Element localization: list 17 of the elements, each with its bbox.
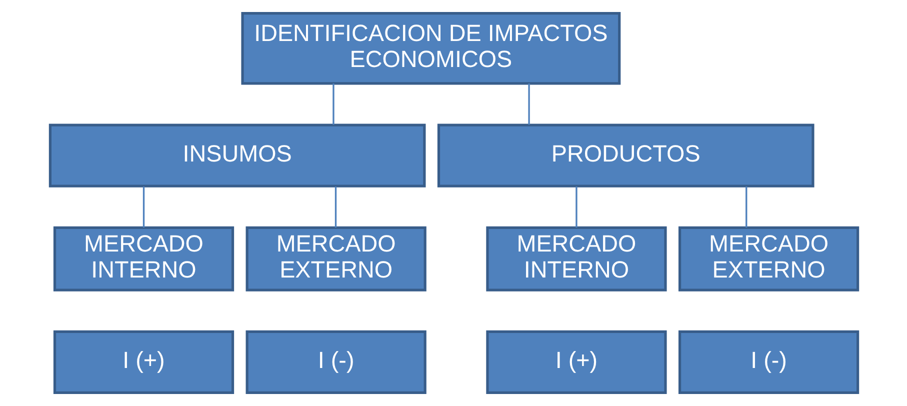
node-box: I (+) <box>486 330 666 394</box>
node-box: PRODUCTOS <box>436 124 814 188</box>
node-box: MERCADO EXTERNO <box>245 226 426 292</box>
node-box: MERCADO EXTERNO <box>678 226 859 292</box>
connector <box>745 186 747 228</box>
node-box: MERCADO INTERNO <box>52 226 234 292</box>
node-box: IDENTIFICACION DE IMPACTOS ECONOMICOS <box>240 12 620 85</box>
node-box: I (+) <box>52 330 234 394</box>
node-box: I (-) <box>678 330 859 394</box>
node-box: INSUMOS <box>48 124 426 188</box>
node-box: I (-) <box>245 330 426 394</box>
connector <box>575 186 577 228</box>
connector <box>334 186 336 228</box>
connector <box>332 83 334 125</box>
connector <box>528 83 530 125</box>
node-box: MERCADO INTERNO <box>486 226 666 292</box>
connector <box>142 186 144 228</box>
